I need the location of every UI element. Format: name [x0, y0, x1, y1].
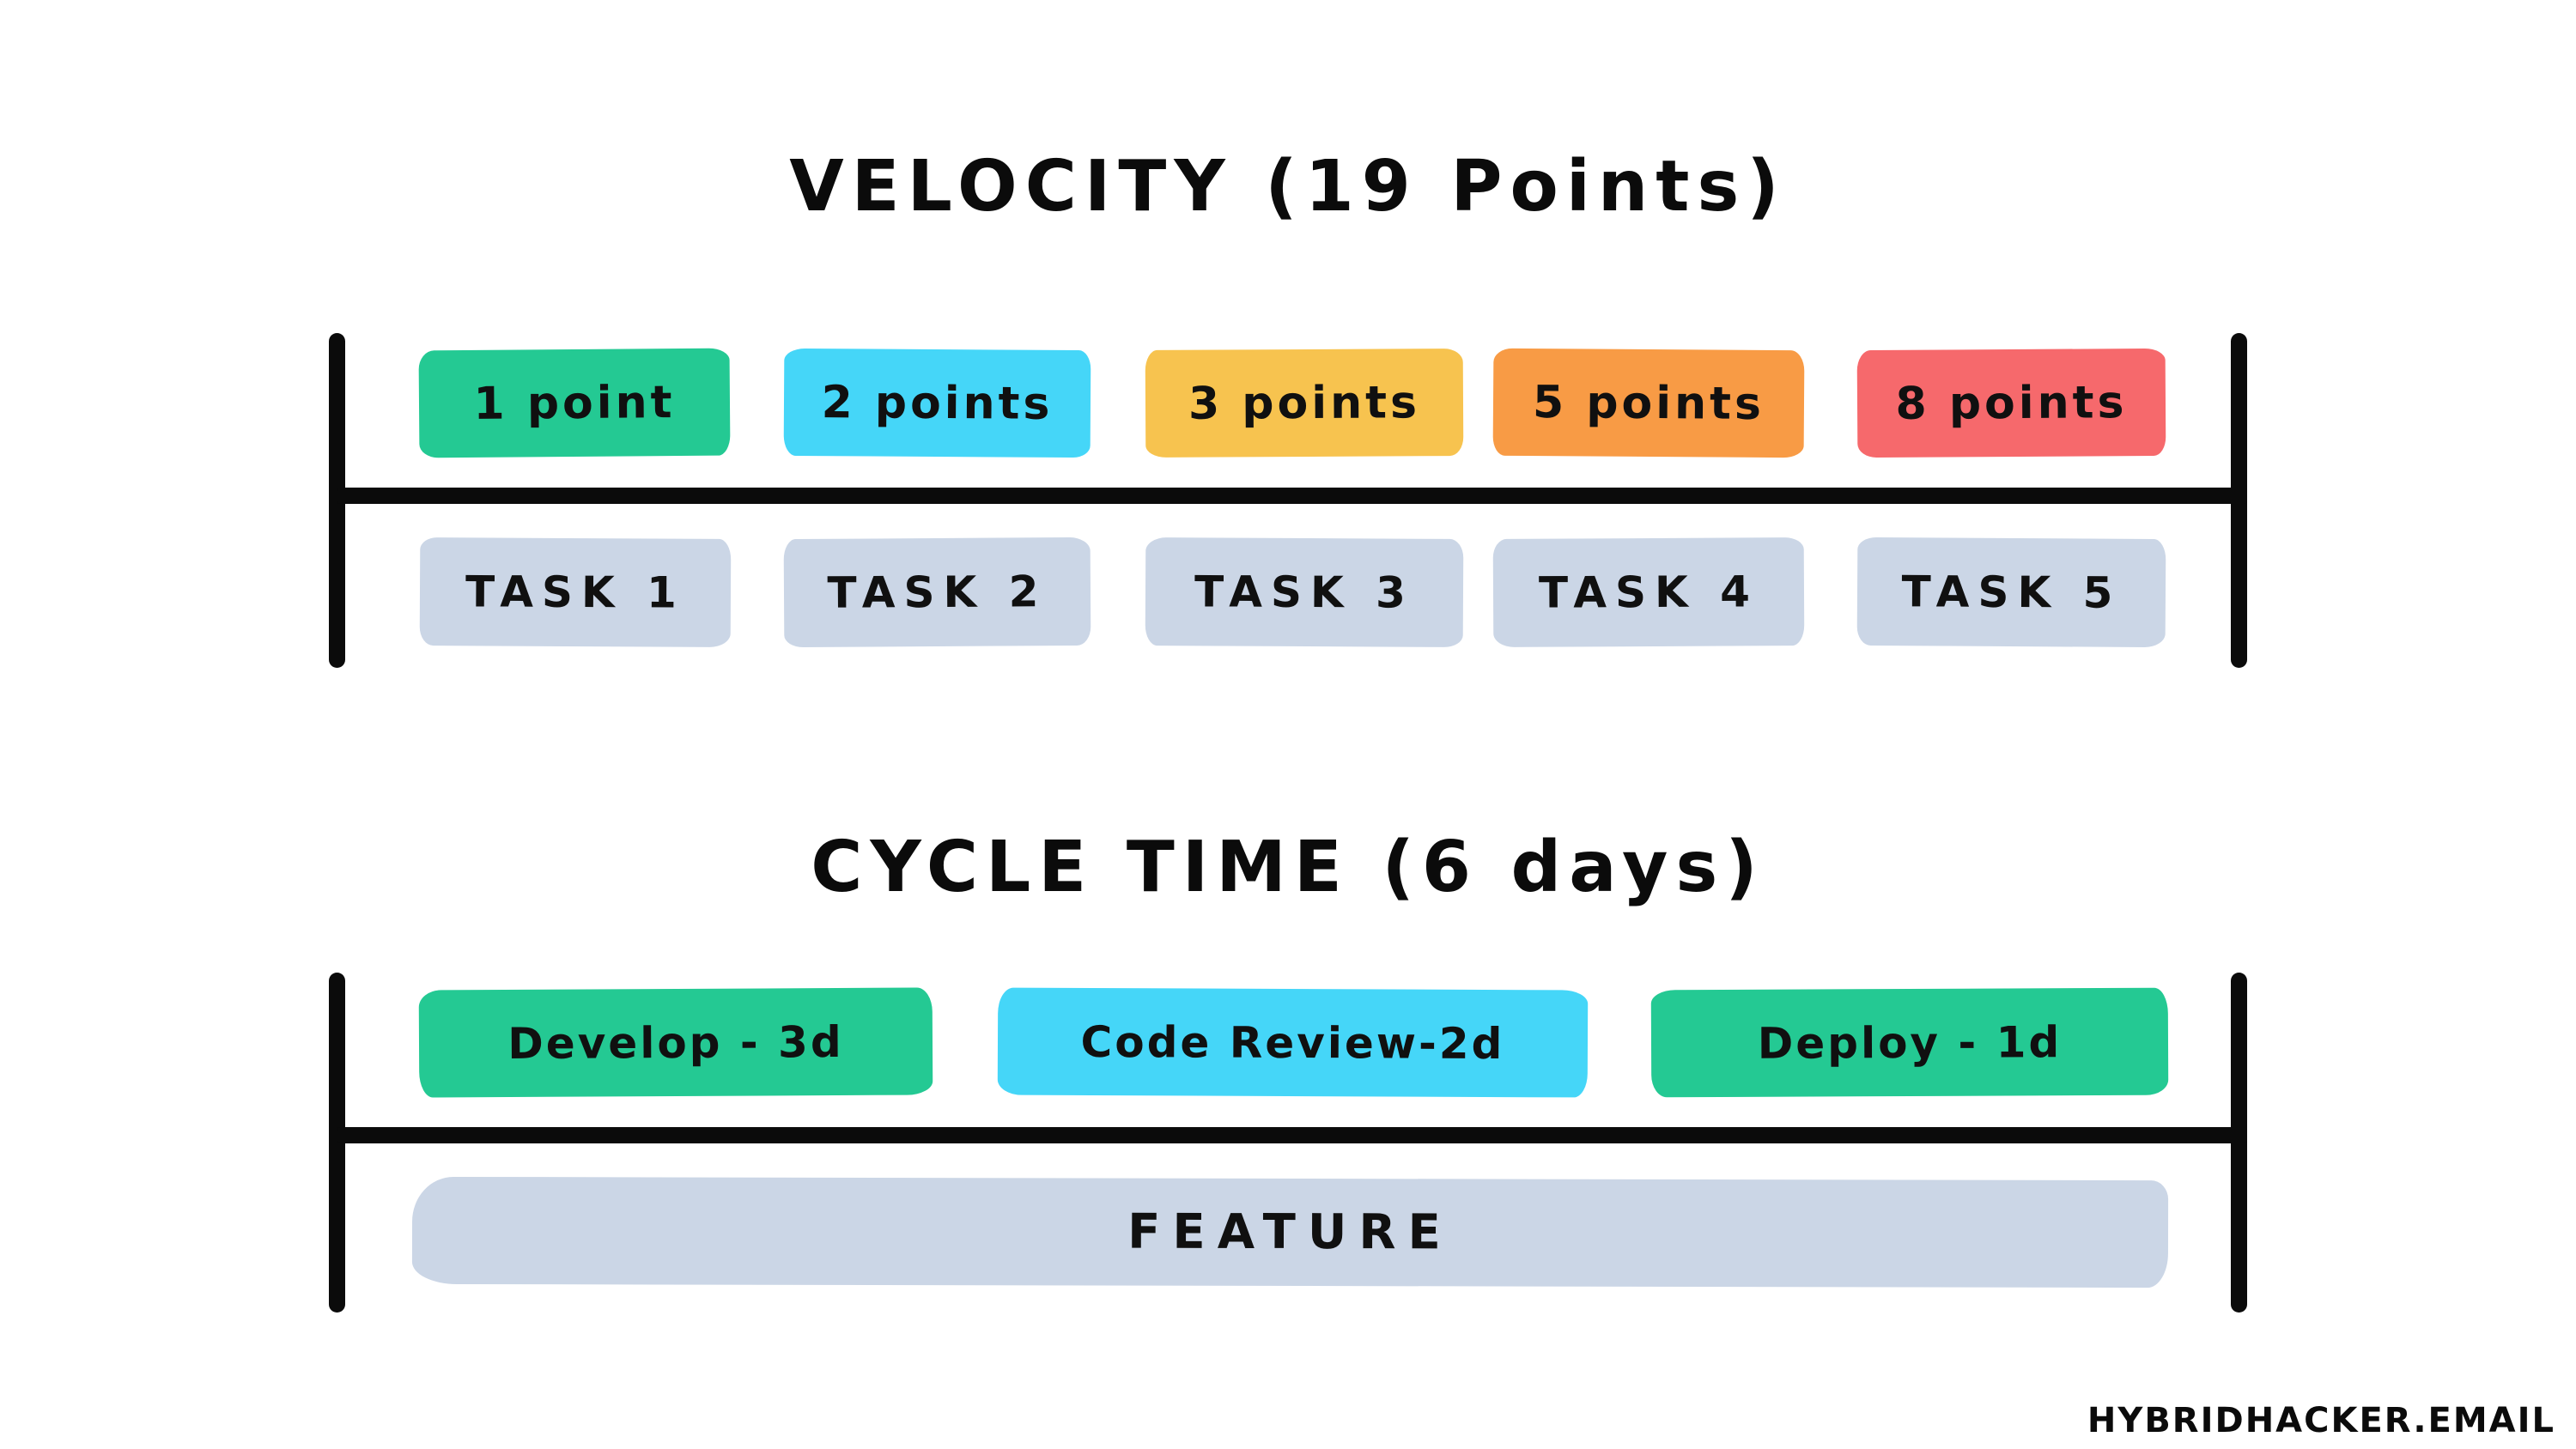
- velocity-title: VELOCITY (19 Points): [789, 146, 1787, 227]
- stage-badge: Deploy - 1d: [1650, 987, 2169, 1098]
- cycle-time-title: CYCLE TIME (6 days): [811, 827, 1765, 908]
- task-badge: TASK 1: [419, 537, 732, 647]
- task-badge: TASK 4: [1492, 537, 1805, 647]
- stage-badge: Code Review-2d: [997, 987, 1589, 1098]
- watermark: HYBRIDHACKER.EMAIL: [2087, 1401, 2555, 1440]
- task-badge: TASK 5: [1856, 537, 2166, 648]
- point-badge: 8 points: [1856, 348, 2166, 458]
- point-badge: 2 points: [783, 348, 1091, 458]
- point-badge: 1 point: [418, 348, 731, 458]
- cycle-divider-line: [337, 1127, 2247, 1143]
- feature-bar: FEATURE: [411, 1176, 2169, 1288]
- point-badge: 5 points: [1492, 348, 1805, 458]
- task-badge: TASK 2: [783, 537, 1091, 648]
- task-badge: TASK 3: [1145, 537, 1464, 647]
- velocity-divider-line: [337, 488, 2247, 504]
- stage-badge: Develop - 3d: [418, 987, 933, 1098]
- point-badge: 3 points: [1145, 349, 1464, 458]
